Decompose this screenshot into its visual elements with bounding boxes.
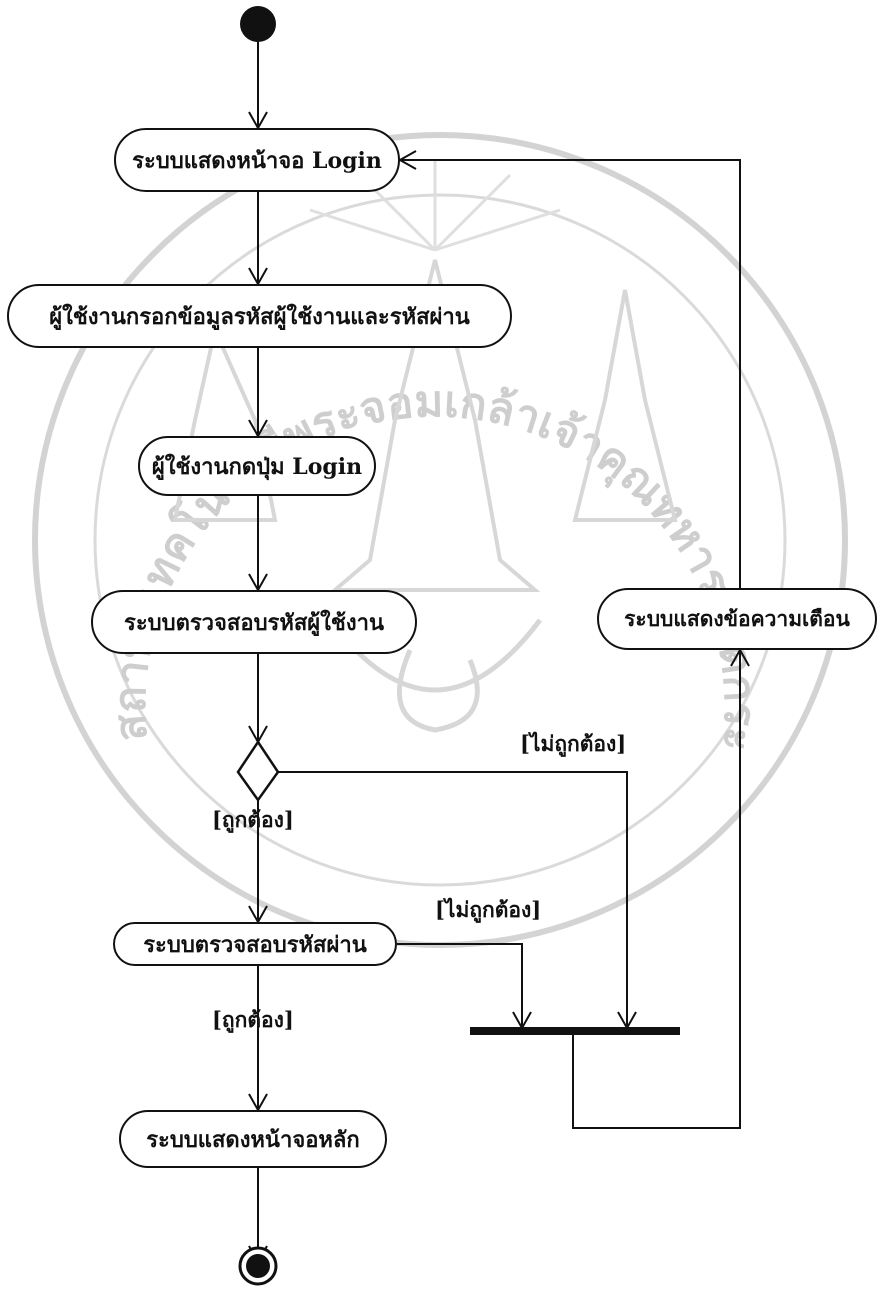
arrowhead [730, 647, 750, 667]
guard-password-incorrect: [ไม่ถูกต้อง] [435, 897, 542, 922]
activity-main-screen-label: ระบบแสดงหน้าจอหลัก [146, 1126, 360, 1153]
flow-warning-to-login [400, 159, 741, 588]
watermark-central-spire [329, 259, 541, 592]
activity-show-warning: ระบบแสดงข้อความเตือน [597, 588, 877, 650]
flow-check-password-to-join [397, 943, 523, 1028]
watermark-rays [309, 160, 561, 252]
flow-decision-to-join [278, 771, 628, 1028]
activity-check-username: ระบบตรวจสอบรหัสผู้ใช้งาน [91, 590, 417, 654]
activity-check-password: ระบบตรวจสอบรหัสผ่าน [113, 922, 397, 966]
join-bar [470, 1027, 680, 1035]
initial-node [240, 6, 276, 42]
activity-main-screen: ระบบแสดงหน้าจอหลัก [119, 1110, 387, 1168]
activity-press-login-label: ผู้ใช้งานกดปุ่ม Login [151, 453, 363, 480]
activity-press-login: ผู้ใช้งานกดปุ่ม Login [138, 436, 376, 496]
activity-check-username-label: ระบบตรวจสอบรหัสผู้ใช้งาน [124, 609, 384, 636]
watermark-right-tower [572, 289, 678, 522]
flow-join-to-warning [572, 650, 741, 1129]
activity-check-password-label: ระบบตรวจสอบรหัสผ่าน [143, 931, 367, 958]
arrowhead [397, 150, 417, 170]
connectors [248, 42, 750, 1265]
activity-enter-credentials: ผู้ใช้งานกรอกข้อมูลรหัสผู้ใช้งานและรหัสผ… [7, 284, 512, 348]
final-node [238, 1246, 278, 1286]
guard-password-correct: [ถูกต้อง] [212, 1007, 294, 1032]
activity-enter-credentials-label: ผู้ใช้งานกรอกข้อมูลรหัสผู้ใช้งานและรหัสผ… [49, 303, 470, 330]
activity-login-screen-label: ระบบแสดงหน้าจอ Login [132, 147, 382, 174]
guard-username-incorrect: [ไม่ถูกต้อง] [520, 731, 627, 756]
activity-login-screen: ระบบแสดงหน้าจอ Login [114, 128, 400, 192]
activity-show-warning-label: ระบบแสดงข้อความเตือน [624, 605, 850, 631]
guard-username-correct: [ถูกต้อง] [212, 807, 294, 832]
watermark-left-tower [172, 323, 278, 522]
watermark-center-swirl [396, 649, 480, 733]
decision-node [236, 739, 280, 803]
